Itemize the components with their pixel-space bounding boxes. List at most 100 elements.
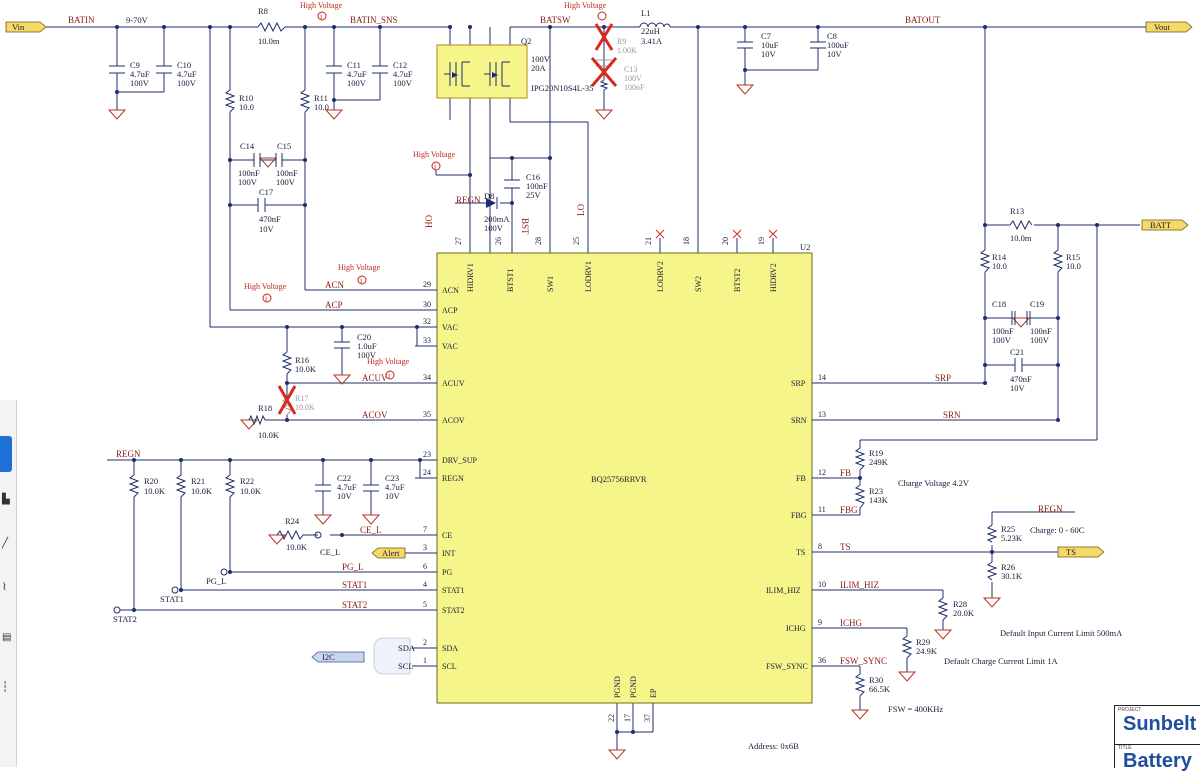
chip-pins-top: 27HIDRV126BTST128SW125LODRV121LODRV218SW… [454, 237, 778, 292]
chip-ref: U2 [800, 242, 810, 252]
svg-text:100nF: 100nF [1030, 326, 1052, 336]
project-name: Sunbelt [1123, 713, 1197, 735]
tp-stat1: STAT1 [160, 594, 184, 604]
u2-pin-stubs [415, 289, 834, 667]
junctions [115, 25, 1099, 734]
port-vout: Vout [1154, 22, 1171, 32]
net-srp: SRP [935, 373, 951, 383]
svg-text:100V: 100V [624, 74, 642, 83]
net-fsw: FSW_SYNC [840, 656, 887, 666]
svg-text:100V: 100V [276, 177, 296, 187]
svg-text:R15: R15 [1066, 252, 1080, 262]
r9-symbol [599, 79, 609, 91]
svg-text:D8: D8 [484, 191, 494, 201]
svg-text:R16: R16 [295, 355, 309, 365]
pin-name: ACN [442, 286, 459, 295]
part-icon[interactable]: ▤ [2, 632, 12, 643]
wire-icon[interactable]: ╱ [2, 538, 9, 549]
r11-symbol [299, 89, 311, 113]
svg-text:i: i [388, 371, 391, 380]
svg-text:C22: C22 [337, 473, 351, 483]
svg-text:10.0K: 10.0K [295, 364, 317, 374]
svg-text:R24: R24 [285, 516, 300, 526]
svg-text:100uF: 100uF [827, 40, 849, 50]
svg-text:10V: 10V [385, 491, 401, 501]
svg-text:R9: R9 [617, 37, 626, 46]
pin-name: DRV_SUP [442, 456, 477, 465]
svg-text:C15: C15 [277, 141, 291, 151]
svg-text:R17: R17 [295, 394, 308, 403]
svg-text:24.9K: 24.9K [916, 646, 938, 656]
pin-number: 5 [423, 600, 427, 609]
net-acov: ACOV [362, 410, 388, 420]
net-bst: BST [520, 218, 530, 235]
pin-number: 30 [423, 300, 431, 309]
pin-name: SW1 [546, 276, 555, 292]
panel-toggle-button[interactable] [0, 436, 12, 472]
net-regn-d8: REGN [456, 195, 481, 205]
hv-labels: High Voltage High Voltage High Voltage H… [244, 1, 607, 366]
hv-markers: i i i i i [262, 11, 607, 380]
d8-symbol [486, 197, 498, 209]
note-charge-voltage: Charge Voltage 4.2V [898, 478, 970, 488]
svg-text:C16: C16 [526, 172, 540, 182]
svg-text:10.0: 10.0 [314, 102, 329, 112]
pin-name: ILIM_HIZ [766, 586, 801, 595]
port-vin: Vin [12, 22, 25, 32]
svg-text:100V: 100V [393, 78, 413, 88]
select-icon[interactable]: ▙ [2, 494, 10, 505]
pin-name: SRP [791, 379, 806, 388]
q2-mosfet [436, 44, 528, 99]
pin-number: 37 [643, 714, 652, 722]
svg-text:Q2: Q2 [521, 36, 531, 46]
net-ichg: ICHG [840, 618, 862, 628]
pin-name: FSW_SYNC [766, 662, 808, 671]
capacitors [109, 41, 1031, 492]
sheet-title: Battery [1123, 750, 1192, 772]
svg-text:4.7uF: 4.7uF [393, 69, 413, 79]
port-ts: TS [1066, 547, 1076, 557]
u2-chip-body[interactable] [436, 252, 813, 704]
chip-pins-right: 14SRP13SRN12FB11FBG8TS10ILIM_HIZ9ICHG36F… [766, 373, 826, 671]
note-address: Address: 0x6B [748, 741, 799, 751]
title-caption: TITLE [1118, 745, 1132, 751]
net-ts: TS [840, 542, 851, 552]
pin-name: FBG [791, 511, 807, 520]
pin-name: PG [442, 568, 452, 577]
net-batin-voltage: 9-70V [126, 15, 149, 25]
tp-stat2: STAT2 [113, 614, 137, 624]
svg-text:100V: 100V [130, 78, 150, 88]
svg-text:R30: R30 [869, 675, 883, 685]
chip-part: BQ25756RRVR [591, 474, 647, 484]
svg-text:10.0m: 10.0m [258, 36, 280, 46]
pin-name: PGND [613, 676, 622, 698]
svg-text:10.0K: 10.0K [240, 486, 262, 496]
pin-name: BTST1 [506, 268, 515, 292]
pin-name: VAC [442, 323, 458, 332]
pin-name: ACUV [442, 379, 465, 388]
pin-name: LODRV2 [656, 261, 665, 292]
net-batout: BATOUT [905, 15, 941, 25]
svg-text:3.41A: 3.41A [641, 36, 663, 46]
pin-name: REGN [442, 474, 464, 483]
hv-label: High Voltage [564, 1, 607, 10]
net-stat2: STAT2 [342, 600, 367, 610]
net-acuv: ACUV [362, 373, 388, 383]
svg-text:C13: C13 [624, 65, 637, 74]
net-icon[interactable]: ⌇ [2, 582, 7, 593]
r22-symbol [224, 474, 236, 498]
svg-text:10.0: 10.0 [239, 102, 254, 112]
pin-number: 22 [607, 714, 616, 722]
svg-text:66.5K: 66.5K [869, 684, 891, 694]
measure-icon[interactable]: ┆ [2, 682, 9, 693]
svg-text:10V: 10V [827, 49, 843, 59]
port-labels: Vin Vout BATT Alert TS I2C [12, 22, 1172, 662]
pin-name: VAC [442, 342, 458, 351]
svg-text:10.0K: 10.0K [191, 486, 213, 496]
svg-text:R19: R19 [869, 448, 883, 458]
pin-number: 17 [623, 714, 632, 722]
pin-name: SCL [442, 662, 457, 671]
r14-symbol [979, 249, 991, 273]
